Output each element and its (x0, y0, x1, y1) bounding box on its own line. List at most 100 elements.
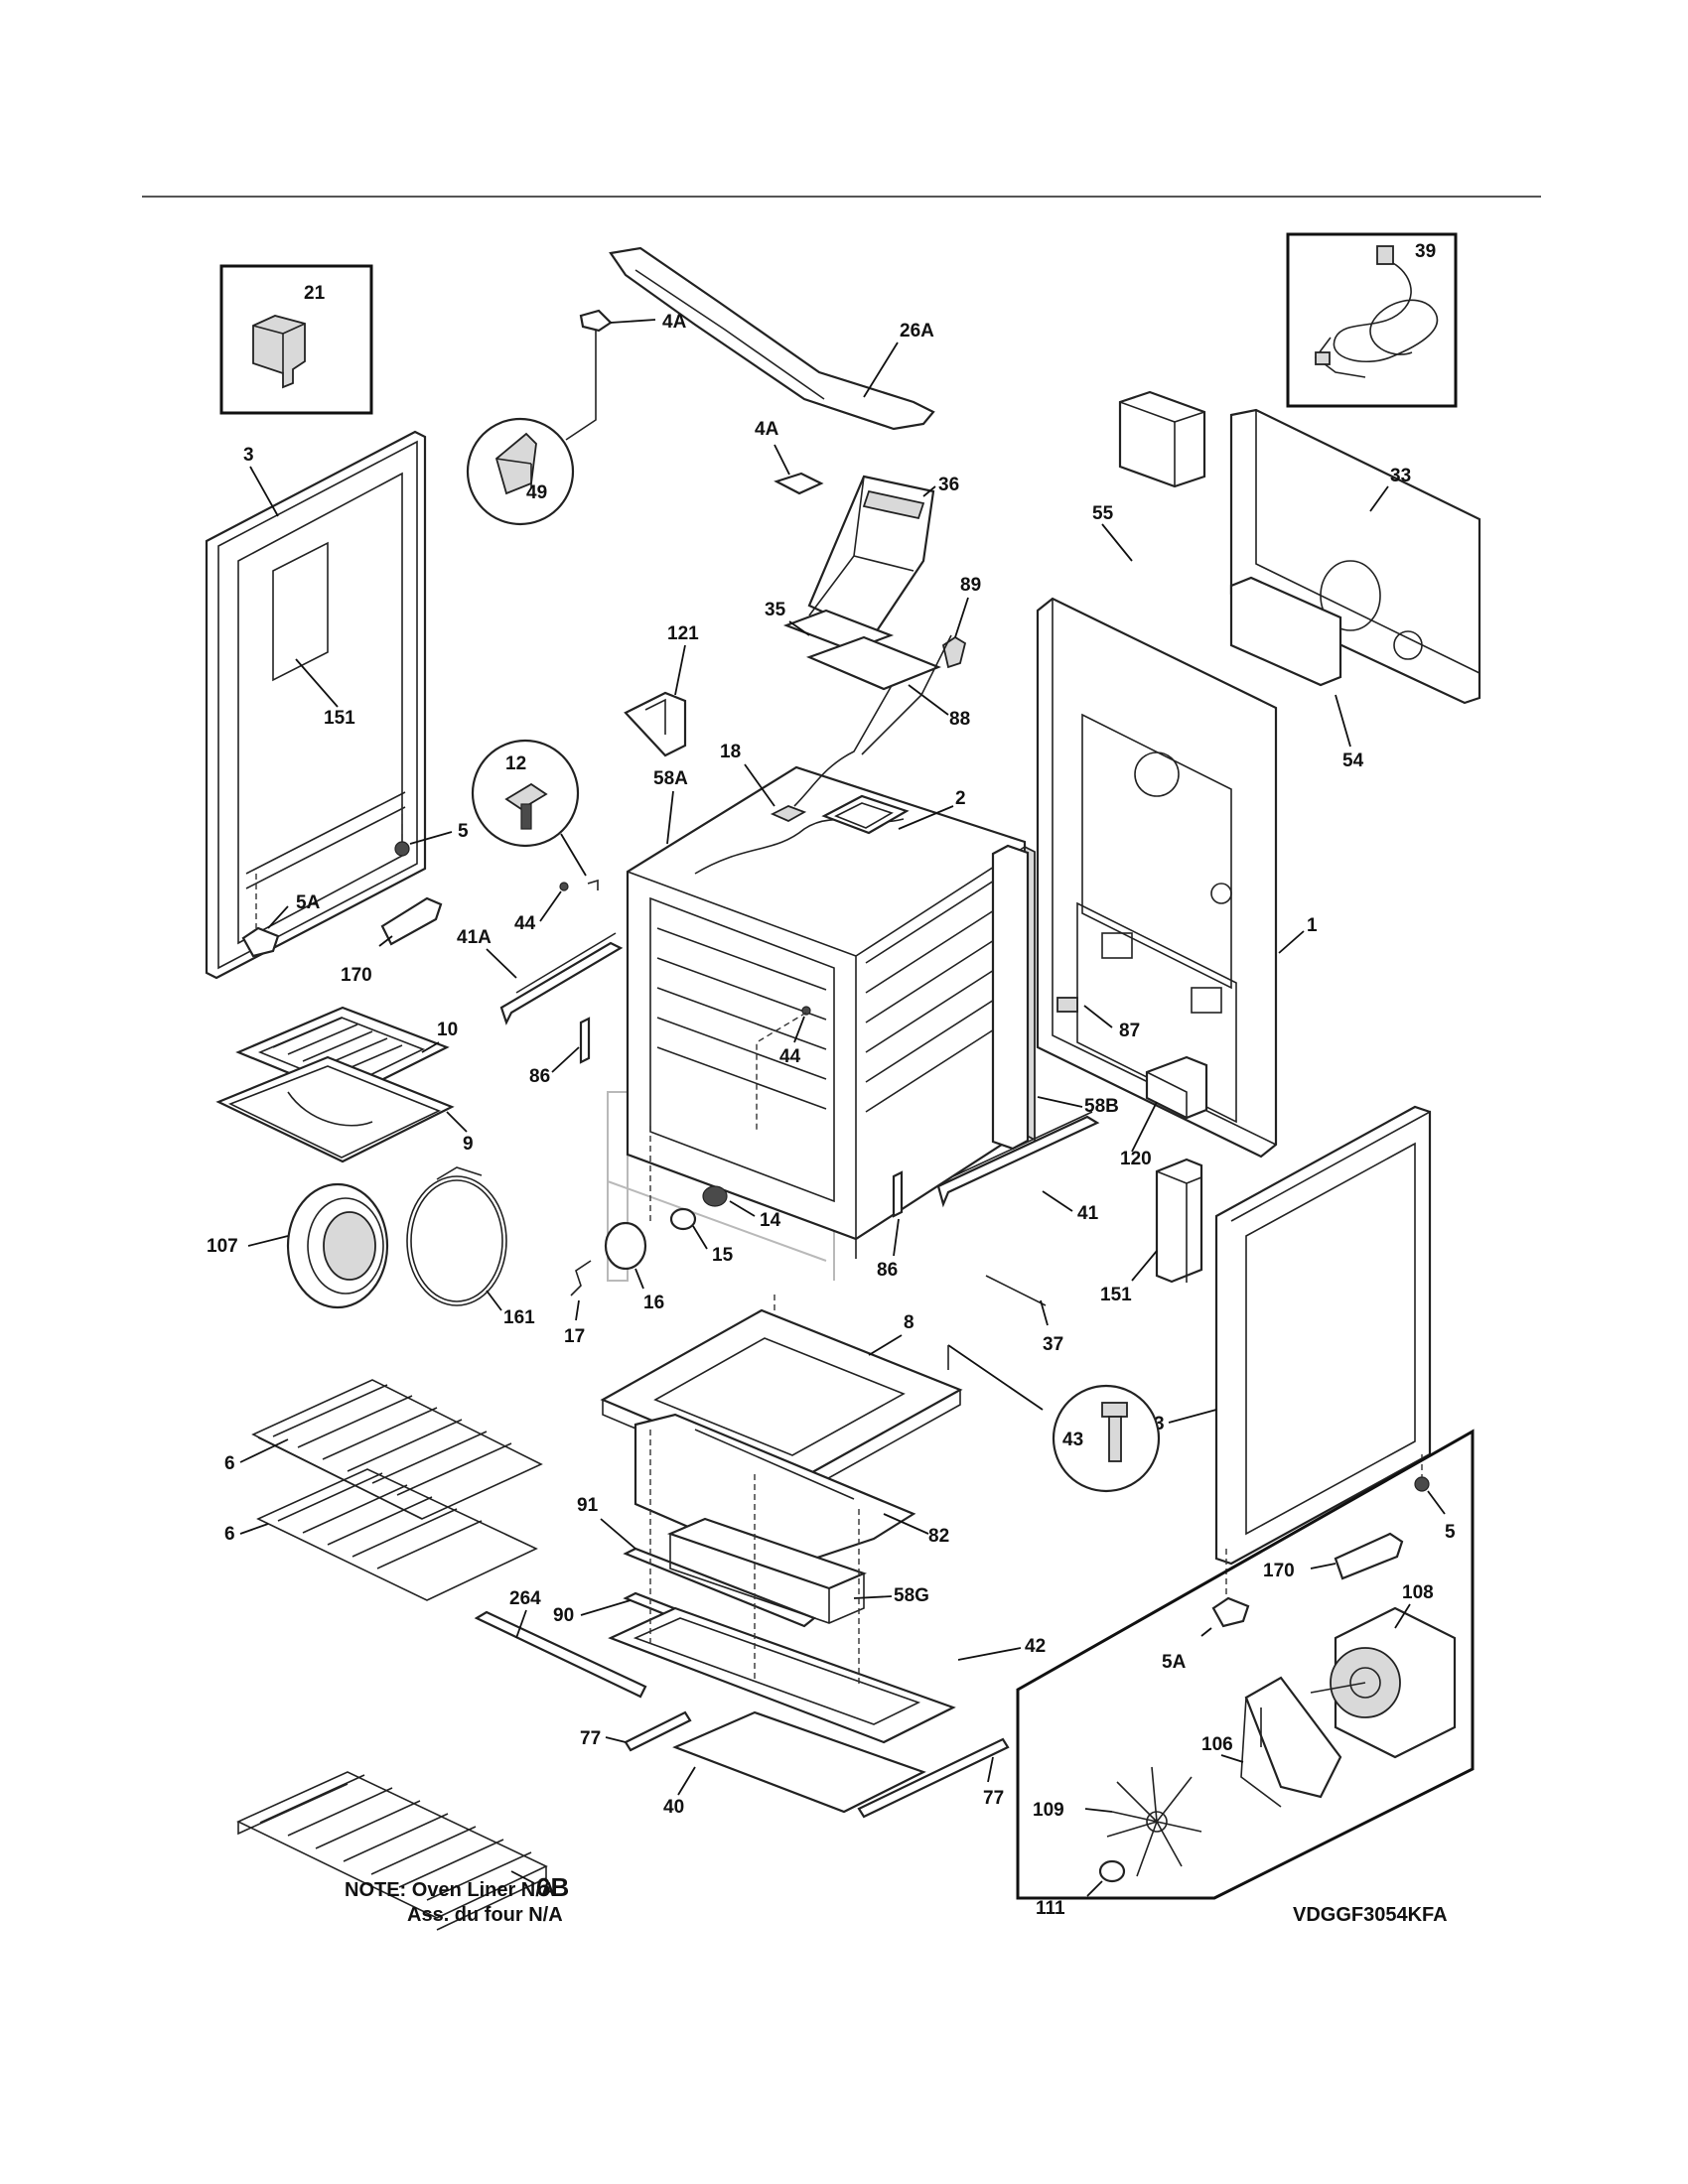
label-5-left: 5 (458, 821, 469, 842)
label-1: 1 (1307, 915, 1318, 936)
label-37: 37 (1043, 1334, 1063, 1355)
label-121: 121 (667, 623, 699, 644)
part-6-rack-bottom: 6 (224, 1468, 538, 1601)
label-15: 15 (712, 1245, 734, 1266)
label-120: 120 (1120, 1149, 1152, 1169)
label-36: 36 (938, 475, 959, 495)
label-44-left: 44 (514, 913, 536, 934)
label-82: 82 (928, 1526, 949, 1547)
label-35: 35 (765, 600, 786, 620)
label-170-right: 170 (1263, 1561, 1295, 1581)
label-5A-right: 5A (1162, 1652, 1187, 1673)
label-33: 33 (1390, 466, 1411, 486)
label-41A: 41A (457, 927, 492, 948)
label-26A: 26A (900, 321, 934, 341)
label-89: 89 (960, 575, 981, 596)
label-77-right: 77 (983, 1788, 1004, 1809)
part-16: 16 (604, 1221, 664, 1313)
note-line-1: NOTE: Oven Liner N/A (345, 1879, 555, 1901)
part-26A-top-brace: 26A (609, 246, 935, 431)
part-36-duct: 36 (807, 475, 959, 637)
assembly-lines (649, 1012, 860, 1688)
label-41: 41 (1077, 1203, 1099, 1224)
part-107-fan-cover: 107 (207, 1182, 389, 1309)
label-161: 161 (503, 1307, 535, 1328)
part-49-callout: 49 (466, 417, 575, 526)
part-170-right: 170 (1263, 1532, 1404, 1581)
label-6-top: 6 (224, 1453, 235, 1474)
label-14: 14 (760, 1210, 781, 1231)
label-2: 2 (955, 788, 966, 809)
part-161-element: 161 (406, 1166, 535, 1328)
part-86-left: 86 (529, 1017, 591, 1087)
part-42: 42 (608, 1606, 1046, 1744)
label-17: 17 (564, 1326, 585, 1347)
part-86-mid: 86 (877, 1170, 904, 1281)
label-4A-mid: 4A (755, 419, 779, 440)
label-39: 39 (1415, 241, 1436, 262)
part-77-left: 77 (580, 1710, 692, 1752)
label-264: 264 (509, 1588, 541, 1609)
part-5-left: 5 (394, 804, 469, 857)
part-3-left-door: 3 151 (205, 430, 427, 980)
part-54: 54 (1229, 576, 1364, 771)
part-120: 120 (1120, 1055, 1208, 1169)
fan-motor-inset: 108 106 109 111 (1016, 1429, 1475, 1919)
label-3-right: 3 (1154, 1414, 1165, 1434)
label-54: 54 (1342, 751, 1364, 771)
part-4A-top: 4A (565, 309, 687, 441)
label-58G: 58G (894, 1585, 929, 1606)
part-87: 87 (1056, 997, 1140, 1041)
label-16: 16 (643, 1293, 664, 1313)
part-170-left: 170 (341, 896, 443, 986)
label-5A-left: 5A (296, 892, 321, 913)
part-77-right: 77 (857, 1737, 1010, 1819)
part-5A-left: 5A (241, 874, 321, 958)
part-58B: 58B (991, 844, 1119, 1151)
label-107: 107 (207, 1236, 238, 1257)
part-55: 55 (1092, 390, 1206, 562)
label-87: 87 (1119, 1021, 1140, 1041)
label-43: 43 (1062, 1430, 1083, 1450)
part-43-callout: 43 (947, 1344, 1161, 1493)
label-49: 49 (526, 482, 547, 503)
label-6-bot: 6 (224, 1524, 235, 1545)
label-10: 10 (437, 1020, 458, 1040)
part-44-mid: 44 (779, 1006, 811, 1067)
part-108-motor: 108 (1310, 1582, 1457, 1759)
part-6-rack-top: 6 (224, 1379, 543, 1520)
part-89: 89 (861, 575, 981, 755)
label-58B: 58B (1084, 1096, 1119, 1117)
label-86-mid: 86 (877, 1260, 898, 1281)
part-41: 41 (936, 1111, 1100, 1224)
label-111: 111 (1036, 1898, 1065, 1919)
label-55: 55 (1092, 503, 1114, 524)
part-12-callout: 12 (471, 739, 587, 877)
part-4A-mid: 4A (755, 419, 824, 495)
part-40: 40 (663, 1710, 926, 1818)
part-58A-oven-cavity: 58A (607, 765, 1036, 1282)
part-58G: 58G (666, 1517, 929, 1624)
part-109-fan-blade: 109 (1033, 1766, 1202, 1877)
part-44-left: 44 (514, 879, 599, 934)
label-18: 18 (720, 742, 741, 762)
part-18: 18 (720, 681, 895, 823)
model-number: VDGGF3054KFA (1293, 1904, 1448, 1926)
label-9: 9 (463, 1134, 474, 1155)
part-41A: 41A (457, 927, 624, 1025)
label-5-right: 5 (1445, 1522, 1456, 1543)
part-151-right: 151 (1100, 1158, 1203, 1305)
label-86-left: 86 (529, 1066, 550, 1087)
label-108: 108 (1402, 1582, 1434, 1603)
part-15: 15 (669, 1207, 734, 1266)
part-5-right: 5 (1414, 1454, 1456, 1543)
label-21: 21 (304, 283, 326, 304)
label-6B: 6B (536, 1872, 569, 1902)
label-77-left: 77 (580, 1728, 601, 1749)
label-8: 8 (904, 1312, 914, 1333)
label-151-left: 151 (324, 708, 355, 729)
part-9-bottom: 9 (215, 1055, 474, 1163)
label-44-mid: 44 (779, 1046, 801, 1067)
part-17: 17 (564, 1260, 592, 1347)
